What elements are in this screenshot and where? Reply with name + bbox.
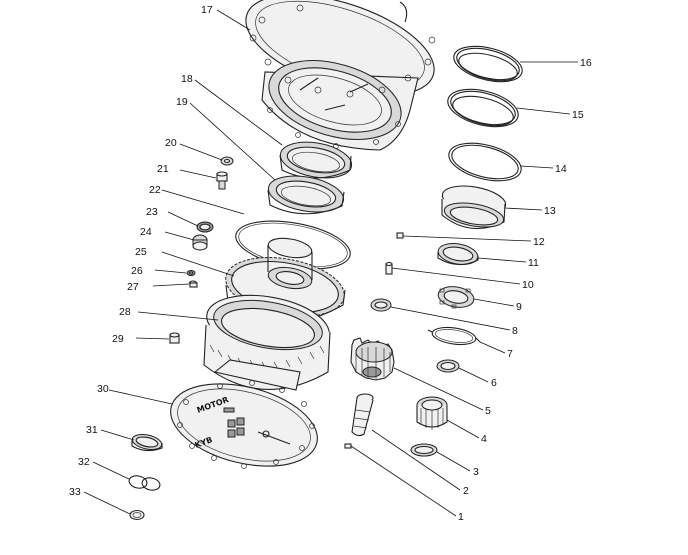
part-12-pin	[396, 232, 404, 239]
callout-24: 24	[140, 226, 152, 238]
part-18-bearing	[279, 141, 353, 179]
callout-5: 5	[485, 405, 491, 417]
callout-10: 10	[522, 279, 534, 291]
part-6-washer	[436, 359, 460, 373]
callout-30: 30	[97, 383, 109, 395]
callout-25: 25	[135, 246, 147, 258]
callout-12: 12	[533, 236, 545, 248]
part-21-bolt	[216, 171, 228, 190]
part-33-plug	[129, 509, 145, 521]
callout-19: 19	[176, 96, 188, 108]
callout-13: 13	[544, 205, 556, 217]
callout-3: 3	[473, 466, 479, 478]
callout-1: 1	[458, 511, 464, 523]
part-9-thrust-washer	[437, 286, 475, 309]
callout-27: 27	[127, 281, 139, 293]
part-30-cover-plate: MOTOR KYB	[170, 359, 318, 469]
callout-28: 28	[119, 306, 131, 318]
callout-32: 32	[78, 456, 90, 468]
callout-18: 18	[181, 73, 193, 85]
callout-31: 31	[86, 424, 98, 436]
callout-11: 11	[528, 257, 539, 269]
part-16-seal-ring	[453, 45, 523, 83]
part-13-bearing-race	[441, 185, 507, 230]
callout-22: 22	[149, 184, 161, 196]
part-19-bearing	[267, 175, 345, 215]
part-26-small-washer	[186, 270, 196, 276]
part-3-thrust-washer	[410, 443, 438, 457]
part-24-roller-bearing	[192, 234, 208, 251]
callout-29: 29	[112, 333, 124, 345]
part-27-small-pin	[188, 280, 198, 288]
callout-labels: 1 2 3 4 5 6 7 8 9 10 11 12 13 14 15 16 1…	[69, 4, 592, 523]
callout-15: 15	[572, 109, 584, 121]
part-5-sun-gear	[350, 337, 395, 381]
part-17-housing	[245, 0, 436, 151]
callout-17: 17	[201, 4, 213, 16]
part-29-dowel-pin	[169, 332, 180, 344]
part-7-snap-ring	[427, 326, 481, 346]
callout-23: 23	[146, 206, 158, 218]
part-11-bearing	[437, 243, 479, 266]
callout-33: 33	[69, 486, 81, 498]
part-23-seal-ring	[196, 221, 214, 233]
callout-21: 21	[157, 163, 169, 175]
part-20-washer	[220, 156, 234, 166]
part-1-small-pin	[344, 443, 352, 449]
callout-9: 9	[516, 301, 522, 313]
part-31-oil-seal	[131, 433, 163, 452]
leader-lines	[83, 9, 578, 517]
callout-4: 4	[481, 433, 487, 445]
callout-16: 16	[580, 57, 592, 69]
part-10-pin	[385, 261, 393, 275]
callout-26: 26	[131, 265, 143, 277]
part-15-seal-ring	[447, 88, 519, 128]
callout-20: 20	[165, 137, 177, 149]
callout-2: 2	[463, 485, 469, 497]
callout-14: 14	[555, 163, 567, 175]
callout-6: 6	[491, 377, 497, 389]
part-8-washer	[370, 298, 392, 312]
cover-stamp-characters	[223, 407, 245, 438]
callout-7: 7	[507, 348, 513, 360]
part-4-planet-gear	[416, 396, 448, 430]
callout-8: 8	[512, 325, 518, 337]
part-14-o-ring	[448, 142, 522, 182]
part-32-o-rings	[128, 475, 161, 491]
part-2-shaft	[351, 393, 374, 437]
